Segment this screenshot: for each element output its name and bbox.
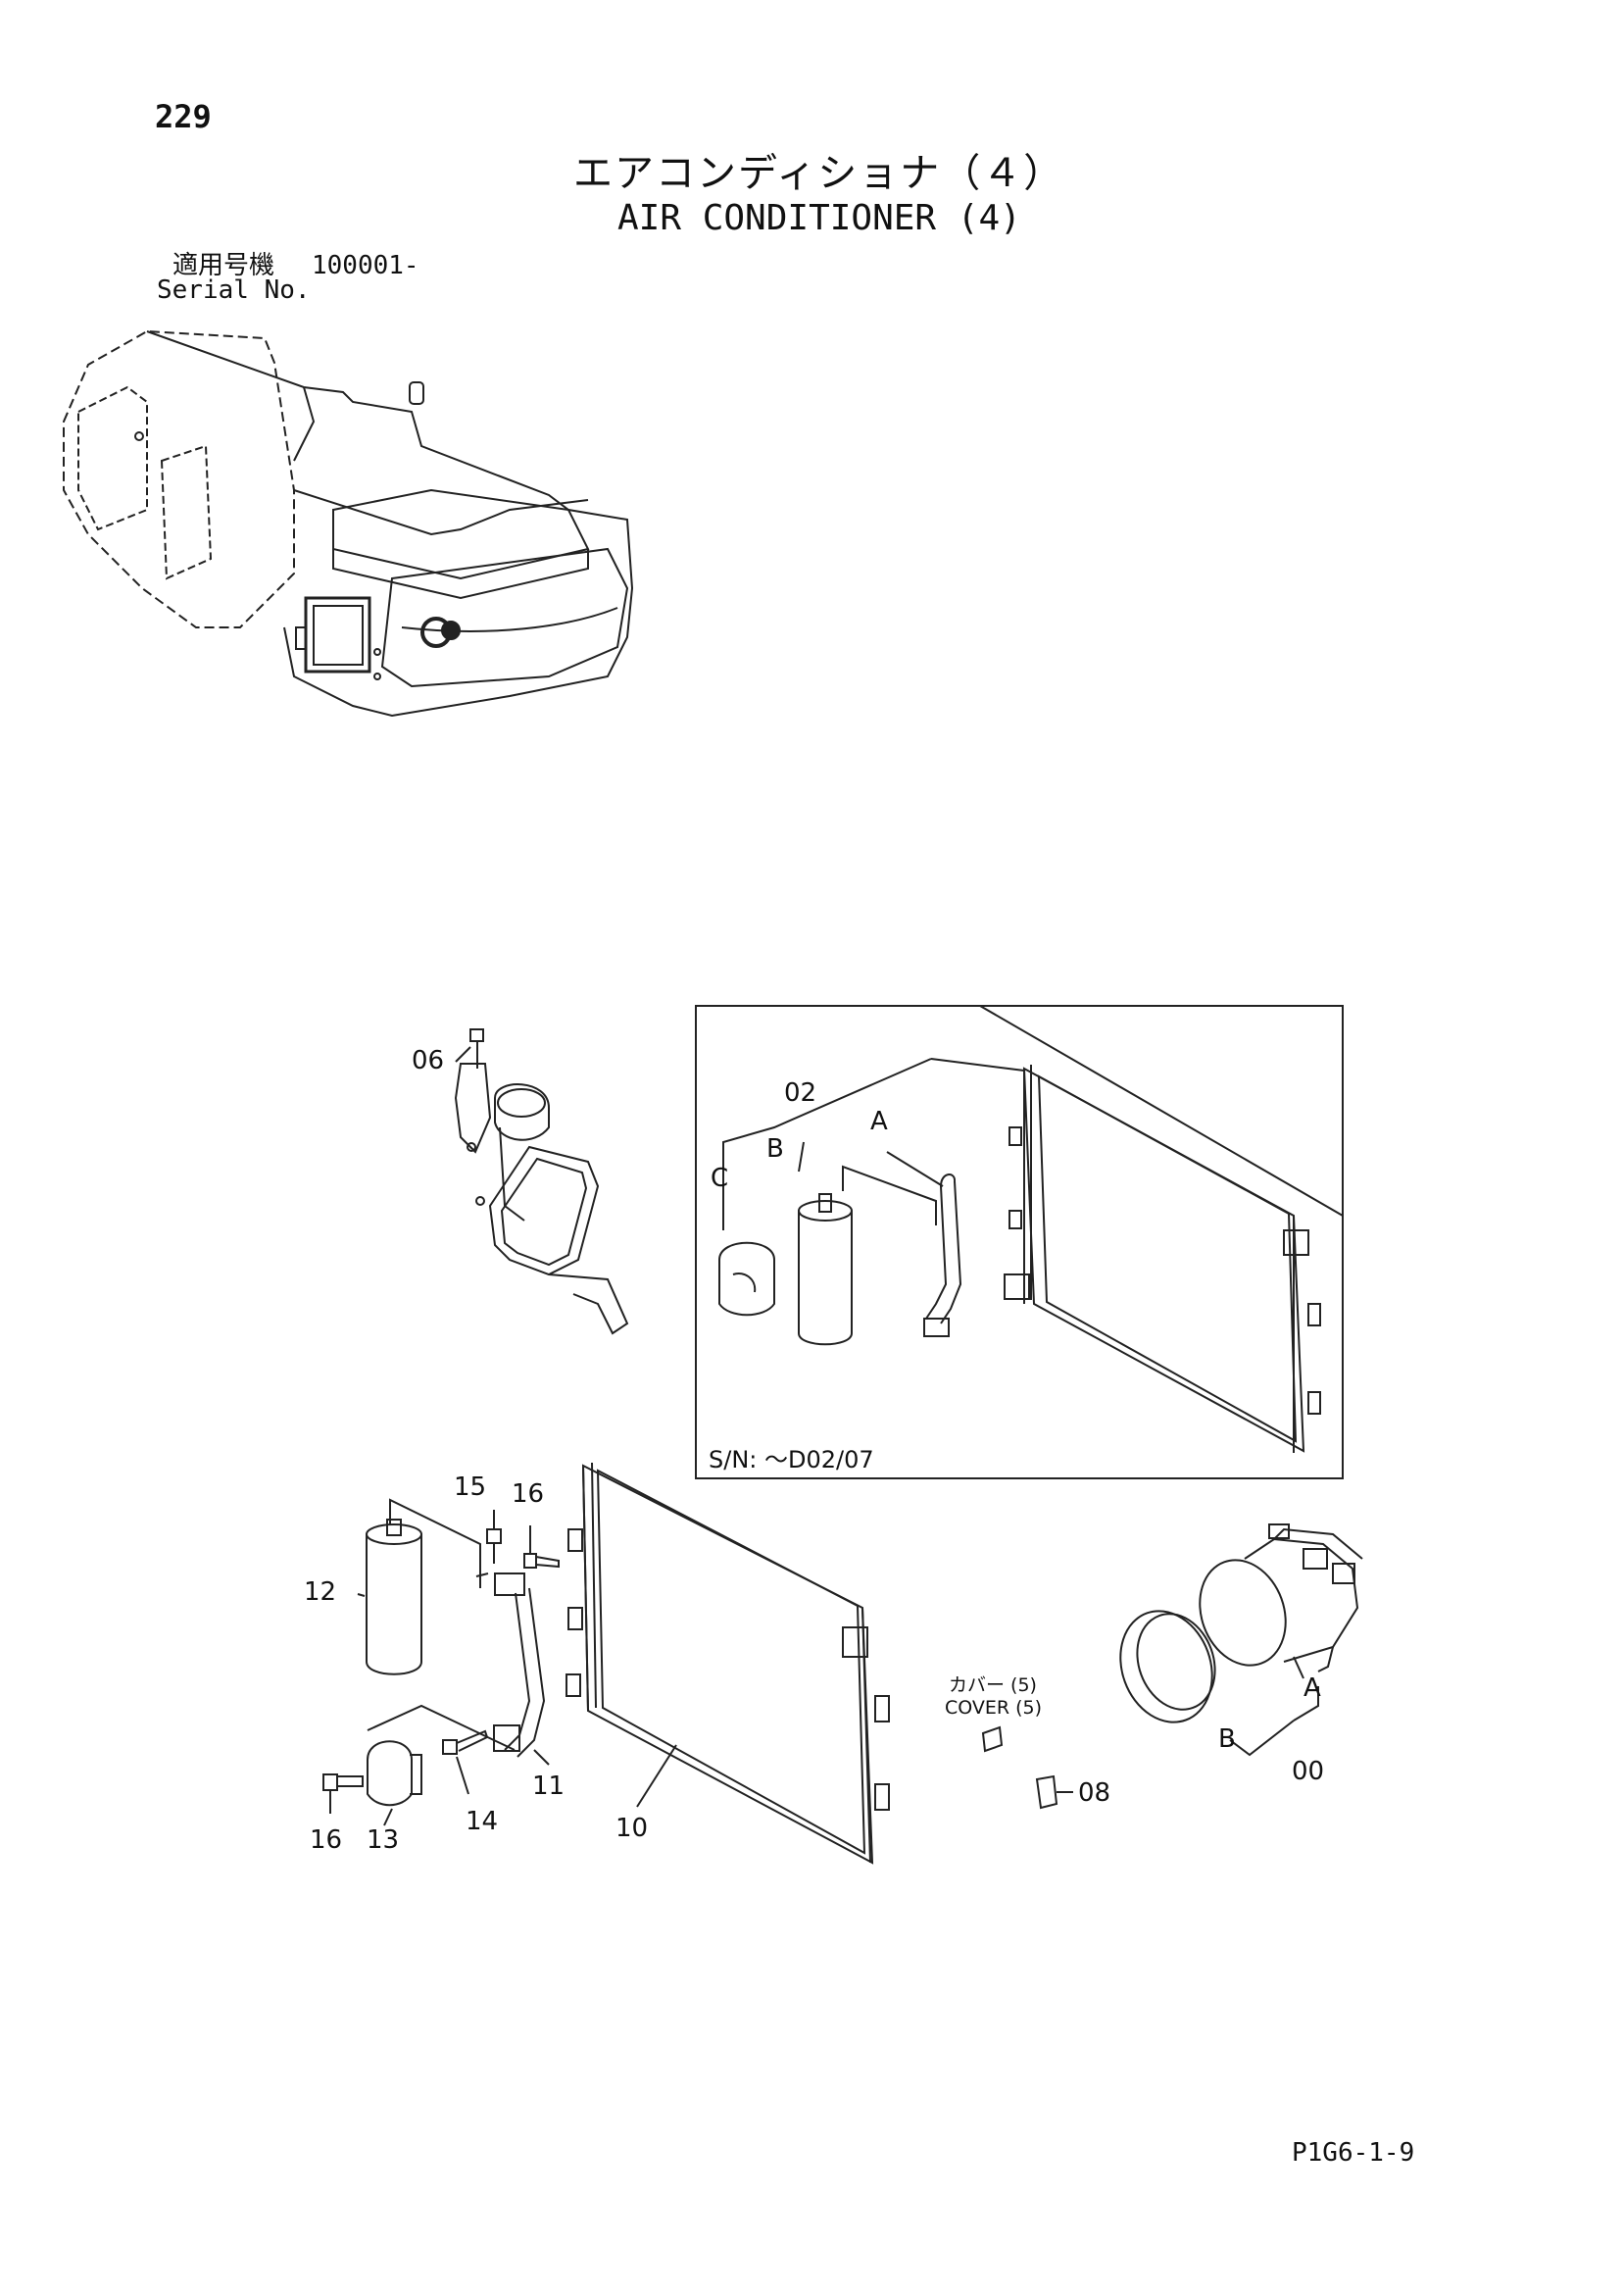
callout-16-top: 16 <box>512 1479 544 1509</box>
inset-old-serial-box <box>695 1005 1344 1479</box>
callout-b-inset: B <box>766 1134 784 1164</box>
callout-14: 14 <box>466 1807 498 1836</box>
callout-16-bottom: 16 <box>310 1825 342 1855</box>
bolt-hardware <box>322 1510 560 1814</box>
serial-label-japanese: 適用号機 <box>172 251 275 280</box>
cover-label-english: COVER (5) <box>945 1697 1042 1719</box>
page-title-english: AIR CONDITIONER (4) <box>617 198 1021 238</box>
part-12-receiver-tank <box>366 1498 481 1675</box>
page-number: 229 <box>155 98 212 135</box>
callout-a-compressor: A <box>1303 1673 1321 1703</box>
serial-number-value: 100001- <box>312 251 419 280</box>
page-code: P1G6-1-9 <box>1292 2138 1415 2168</box>
part-06-bracket-assembly <box>454 1028 629 1335</box>
callout-15: 15 <box>454 1472 486 1502</box>
cover-and-part-08 <box>981 1725 1073 1810</box>
excavator-overview-illustration <box>63 329 634 718</box>
callout-b-compressor: B <box>1218 1724 1236 1754</box>
part-13-clamp <box>367 1704 516 1826</box>
callout-02: 02 <box>784 1078 816 1108</box>
cover-label-japanese: カバー (5) <box>949 1674 1037 1696</box>
callout-00: 00 <box>1292 1757 1324 1786</box>
callout-13: 13 <box>367 1825 399 1855</box>
part-00-compressor <box>1119 1523 1363 1757</box>
callout-c-inset: C <box>711 1164 728 1193</box>
callout-labels: 06 02 A B C S/N: ～D02/07 15 16 12 11 14 … <box>304 1046 1324 1855</box>
page-title-japanese: エアコンディショナ（４） <box>573 151 1065 196</box>
part-10-condenser <box>566 1462 890 1865</box>
callout-11: 11 <box>532 1772 565 1801</box>
callout-12: 12 <box>304 1577 336 1607</box>
serial-label-english: Serial No. <box>157 275 311 305</box>
inset-serial-note: S/N: ～D02/07 <box>709 1446 874 1473</box>
callout-06: 06 <box>412 1046 444 1075</box>
callout-a-inset: A <box>870 1107 888 1136</box>
callout-leader-lines <box>357 1046 677 1808</box>
callout-10: 10 <box>615 1814 648 1843</box>
part-11-pipe <box>475 1572 546 1758</box>
callout-08: 08 <box>1078 1778 1110 1808</box>
